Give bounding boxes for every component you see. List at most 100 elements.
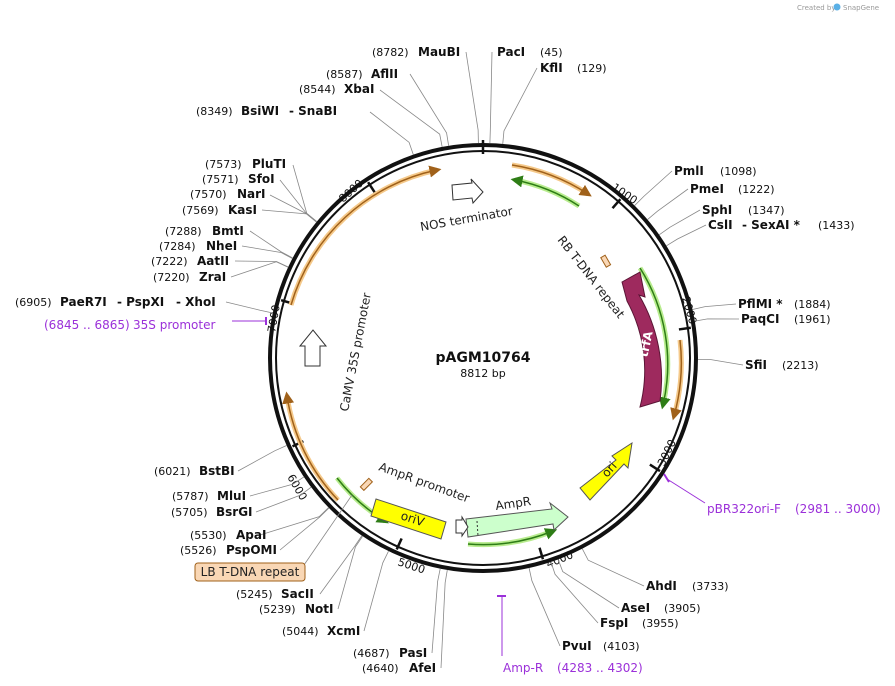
tick-mark-3000 (649, 463, 661, 473)
site-pos-bmti: (7288) (165, 225, 202, 238)
nos-terminator-label: NOS terminator (419, 204, 514, 234)
site-name-paci[interactable]: PacI (497, 45, 525, 59)
site-name-pflmi[interactable]: PflMI * (738, 297, 783, 311)
site-name-fspi[interactable]: FspI (600, 616, 628, 630)
primer-pbr-leader (666, 478, 706, 504)
camv35s-arrow[interactable] (298, 329, 328, 367)
orange-arrow-right[interactable] (670, 339, 683, 421)
site-name-bstbi[interactable]: BstBI (199, 464, 235, 478)
site-name-bsiwi[interactable]: BsiWI (241, 104, 279, 118)
site-name-maubi[interactable]: MauBI (418, 45, 460, 59)
site-leader-mlui (249, 476, 305, 497)
site-name-sphi[interactable]: SphI (702, 203, 732, 217)
site-name-pluti[interactable]: PluTI (252, 157, 286, 171)
site-pos-nari: (7570) (190, 188, 227, 201)
plasmid-size: 8812 bp (460, 367, 505, 380)
site-leader-kfli (502, 67, 538, 144)
site-leader-pmli (634, 170, 673, 206)
site-name-pmli[interactable]: PmlI (674, 164, 704, 178)
site-name-bmti[interactable]: BmtI (212, 224, 244, 238)
site-name-pspxi[interactable]: - PspXI (117, 295, 164, 309)
orange-arrow-top-left[interactable] (290, 165, 442, 306)
lb-tdna-marker[interactable] (359, 477, 374, 492)
orange-arrow-top-left-glow (288, 167, 438, 306)
site-name-sfoi[interactable]: SfoI (248, 172, 275, 186)
site-pos-bstbi: (6021) (154, 465, 191, 478)
site-leader-asei (557, 559, 620, 609)
site-name-aatii[interactable]: AatII (197, 254, 229, 268)
site-name-kfli[interactable]: KflI (540, 61, 563, 75)
site-name-asei[interactable]: AseI (621, 601, 650, 615)
site-leader-pflmi (692, 303, 737, 310)
site-pos-fspi: (3955) (642, 617, 679, 630)
green-arrow-top-right[interactable] (510, 175, 580, 207)
trfa-feature[interactable] (621, 271, 663, 408)
site-name-bsrgi[interactable]: BsrGI (216, 505, 253, 519)
orange-arrow-left[interactable] (282, 391, 339, 501)
primer-pbr-mark[interactable] (663, 473, 670, 483)
site-name-kasi[interactable]: KasI (228, 203, 257, 217)
green-arrow-bottom[interactable] (467, 528, 558, 546)
site-name-apai[interactable]: ApaI (236, 528, 266, 542)
site-leader-afei (440, 569, 448, 669)
site-name-nari[interactable]: NarI (237, 187, 266, 201)
tick-mark-1000 (611, 198, 622, 210)
site-pos-noti: (5239) (259, 603, 296, 616)
site-pos-maubi: (8782) (372, 46, 409, 59)
primer-35s-name: 35S promoter (133, 318, 215, 332)
site-pos-pluti: (7573) (205, 158, 242, 171)
site-name-xhoi[interactable]: - XhoI (176, 295, 216, 309)
site-pos-apai: (5530) (190, 529, 227, 542)
site-name-sexai[interactable]: - SexAI * (742, 218, 801, 232)
site-name-mlui[interactable]: MluI (217, 489, 246, 503)
site-name-xbai[interactable]: XbaI (344, 82, 374, 96)
site-name-paqci[interactable]: PaqCI (741, 312, 779, 326)
site-name-snabi[interactable]: - SnaBI (289, 104, 337, 118)
primer-pbr-name: pBR322ori-F (707, 502, 781, 516)
site-leader-csli (666, 224, 707, 247)
site-labels: (8782) MauBI PacI (45) KflI (129) (8587)… (15, 45, 855, 675)
site-name-sacii[interactable]: SacII (281, 587, 314, 601)
tick-label-7000: 7000 (265, 304, 283, 334)
site-name-pvui[interactable]: PvuI (562, 639, 592, 653)
site-name-afei[interactable]: AfeI (409, 661, 436, 675)
site-name-sfii[interactable]: SfiI (745, 358, 767, 372)
lb-tdna-callout[interactable] (194, 562, 306, 582)
lb-tdna-leader (303, 494, 353, 566)
site-name-nhei[interactable]: NheI (206, 239, 237, 253)
site-name-pmei[interactable]: PmeI (690, 182, 724, 196)
site-name-xcmi[interactable]: XcmI (327, 624, 360, 638)
site-name-noti[interactable]: NotI (305, 602, 334, 616)
site-name-zrai[interactable]: ZraI (199, 270, 226, 284)
ori-feature[interactable] (579, 441, 633, 501)
green-arrow-right[interactable] (639, 267, 671, 410)
tick-mark-8000 (367, 181, 376, 193)
nos-terminator-arrow[interactable] (451, 178, 484, 205)
ampr-feature[interactable] (465, 501, 569, 538)
site-leader-nari (269, 194, 317, 223)
site-pos-afei: (4640) (362, 662, 399, 675)
site-name-ahdi[interactable]: AhdI (646, 579, 677, 593)
site-pos-sphi: (1347) (748, 204, 785, 217)
site-leader-fspi (550, 561, 599, 624)
site-leader-noti (337, 535, 364, 610)
rb-tdna-marker[interactable] (600, 254, 612, 268)
site-pos-paci: (45) (540, 46, 563, 59)
site-pos-ahdi: (3733) (692, 580, 729, 593)
site-name-pasi[interactable]: PasI (399, 646, 427, 660)
ampr-promoter-arrow[interactable] (455, 515, 469, 538)
site-leader-aflii (409, 73, 450, 146)
site-name-paer7i[interactable]: PaeR7I (60, 295, 107, 309)
orange-arrow-top-right[interactable] (511, 164, 592, 197)
tick-mark-4000 (538, 547, 545, 560)
site-name-pspomi[interactable]: PspOMI (226, 543, 277, 557)
site-name-aflii[interactable]: AflII (371, 67, 398, 81)
site-pos-aatii: (7222) (151, 255, 188, 268)
site-pos-aflii: (8587) (326, 68, 363, 81)
primer-35s-range: (6845 .. 6865) (44, 318, 130, 332)
site-pos-paer7i: (6905) (15, 296, 52, 309)
ampr-label: AmpR (494, 494, 531, 513)
site-pos-pasi: (4687) (353, 647, 390, 660)
site-name-csli[interactable]: CslI (708, 218, 733, 232)
oriv-feature[interactable] (370, 498, 447, 540)
